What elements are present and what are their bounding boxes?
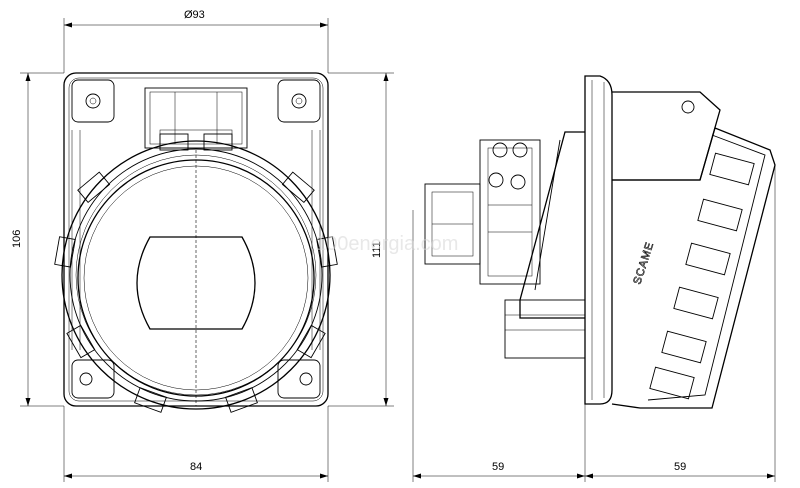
ring-teeth <box>54 133 338 413</box>
dim-bottom-side-right: 59 <box>674 461 686 473</box>
brand-label: SCAME <box>631 240 656 286</box>
dim-top-diameter: Ø93 <box>184 9 205 21</box>
locking-ring-outer <box>61 140 331 410</box>
front-view <box>54 72 338 413</box>
hinge-pin <box>681 100 695 114</box>
cable-stub <box>424 183 481 265</box>
lid-window <box>136 236 256 330</box>
dim-right-height: 111 <box>371 241 383 258</box>
dimension-lines <box>20 18 776 482</box>
screw-hole-bottom-left <box>71 359 115 399</box>
screw-hole-top-right <box>277 79 321 123</box>
side-plate <box>584 75 613 405</box>
dim-left-height: 106 <box>11 230 23 248</box>
dim-bottom-side-left: 59 <box>492 461 504 473</box>
watermark: 100energia.com <box>315 233 458 255</box>
terminal-block <box>479 139 541 285</box>
side-housing <box>611 127 776 409</box>
screw-hole-bottom-right <box>277 359 321 399</box>
dim-bottom-front: 84 <box>190 461 202 473</box>
screw-hole-top-left <box>71 79 115 123</box>
housing-ribs <box>649 152 755 400</box>
side-view: SCAME <box>424 75 776 409</box>
